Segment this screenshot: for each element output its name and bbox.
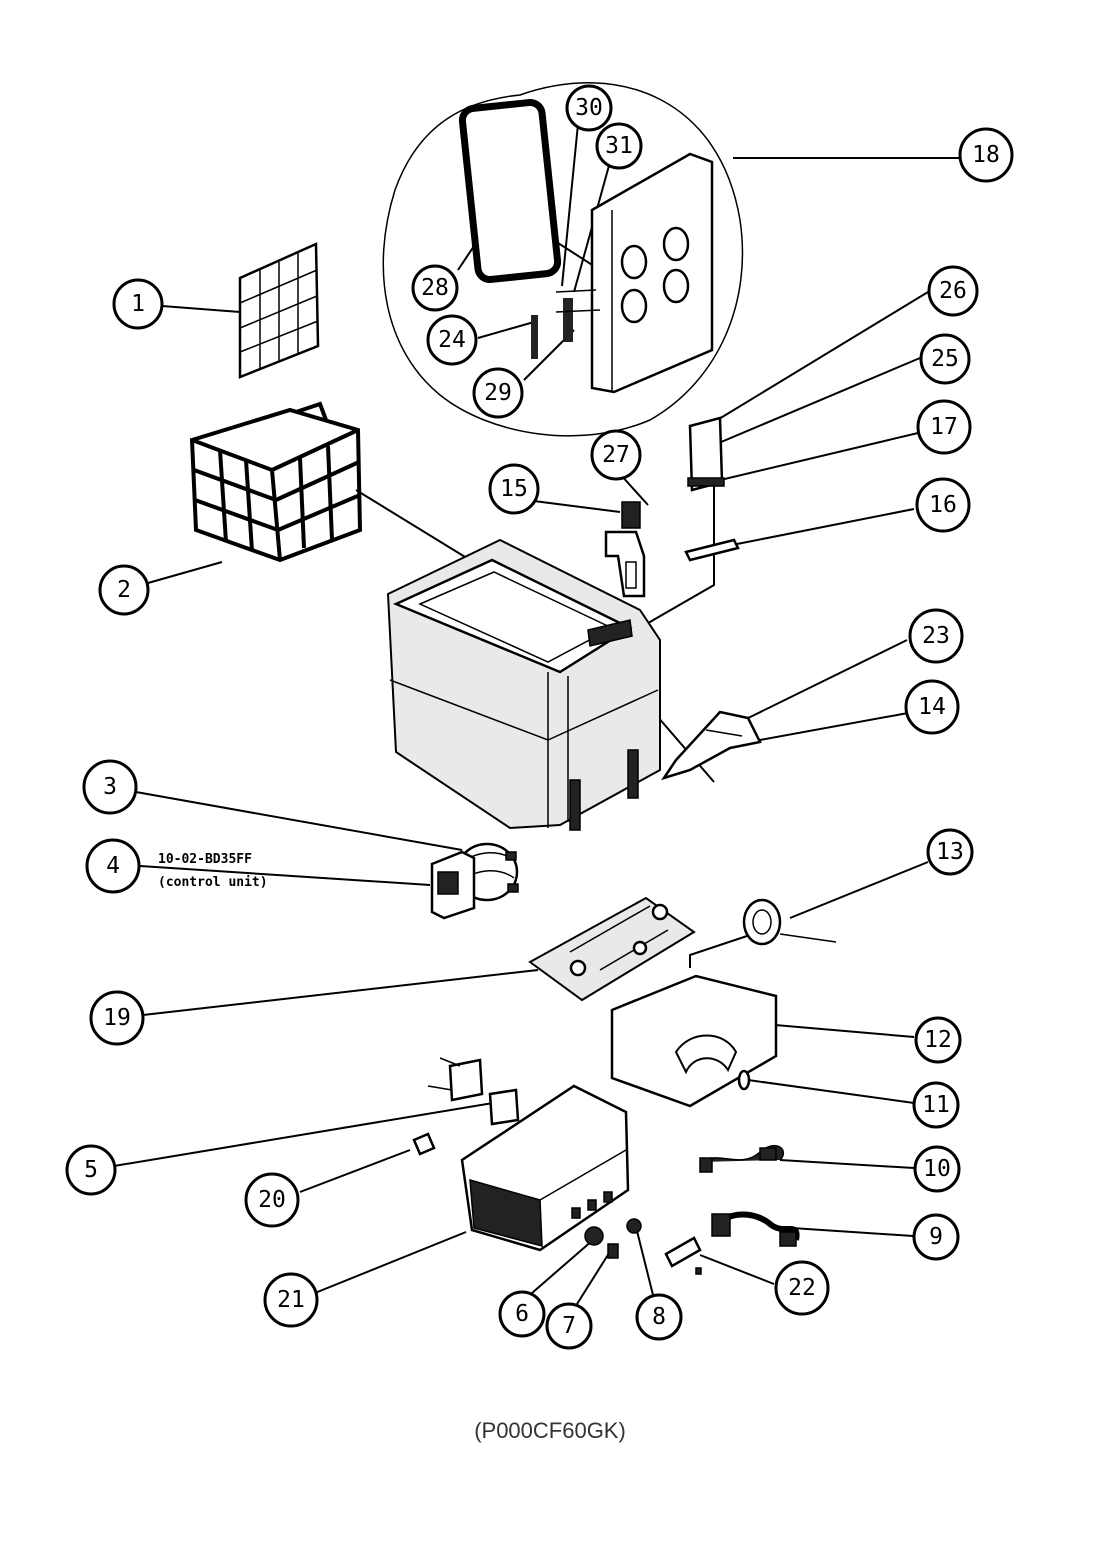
svg-text:2: 2: [117, 577, 131, 603]
condenser-coil: [610, 974, 778, 1108]
lid-latch: [563, 298, 573, 342]
callout-8: 8: [635, 1293, 683, 1341]
callout-23: 23: [908, 608, 964, 664]
svg-text:29: 29: [484, 380, 512, 406]
svg-text:1: 1: [131, 291, 145, 317]
socket-cap: [626, 1218, 642, 1234]
svg-text:14: 14: [918, 694, 946, 720]
control-unit-part-number: 10-02-BD35FF: [158, 852, 252, 867]
thermostat: [621, 501, 641, 529]
callout-1: 1: [112, 278, 164, 330]
callout-20: 20: [244, 1172, 300, 1228]
svg-text:3: 3: [103, 774, 117, 800]
callout-15: 15: [488, 463, 540, 515]
divider-grid: [238, 242, 320, 379]
svg-text:4: 4: [106, 853, 120, 879]
svg-text:8: 8: [652, 1304, 666, 1330]
control-panel-housing: [460, 1084, 630, 1252]
svg-text:24: 24: [438, 327, 466, 353]
callout-9: 9: [912, 1213, 960, 1261]
fan: [742, 898, 837, 946]
callout-13: 13: [926, 828, 974, 876]
callout-14: 14: [904, 679, 960, 735]
callout-12: 12: [914, 1016, 962, 1064]
lid-assembly-enclosure: [382, 82, 744, 437]
callout-4: 4: [85, 838, 141, 894]
control-knob: [584, 1226, 604, 1246]
callout-26: 26: [927, 265, 979, 317]
svg-text:21: 21: [277, 1287, 305, 1313]
svg-text:16: 16: [929, 492, 957, 518]
lid-panel: [590, 152, 714, 394]
callout-19: 19: [89, 990, 145, 1046]
svg-text:10: 10: [923, 1156, 951, 1182]
lid-gasket: [458, 98, 562, 284]
cabinet-body: [386, 538, 661, 831]
callout-31: 31: [595, 122, 643, 170]
svg-text:25: 25: [931, 346, 959, 372]
svg-text:20: 20: [258, 1187, 286, 1213]
svg-text:11: 11: [922, 1092, 950, 1118]
svg-text:5: 5: [84, 1157, 98, 1183]
callout-28: 28: [411, 264, 459, 312]
callout-24: 24: [426, 314, 478, 366]
handle-strip: [684, 538, 740, 562]
svg-text:7: 7: [562, 1313, 576, 1339]
callout-18: 18: [958, 127, 1014, 183]
callout-2: 2: [98, 564, 150, 616]
svg-text:15: 15: [500, 476, 528, 502]
knob-plug: [607, 1243, 619, 1259]
svg-text:28: 28: [421, 275, 449, 301]
control-unit-label: (control unit): [158, 875, 268, 890]
svg-text:9: 9: [929, 1224, 943, 1250]
callout-16: 16: [915, 477, 971, 533]
base-plate: [528, 896, 696, 1002]
svg-text:18: 18: [972, 142, 1000, 168]
mounting-bracket: [448, 1058, 484, 1102]
svg-text:26: 26: [939, 278, 967, 304]
svg-text:17: 17: [930, 414, 958, 440]
fuse-holder: [412, 1132, 436, 1156]
callout-27: 27: [590, 429, 642, 481]
callout-3: 3: [82, 759, 138, 815]
thermostat-bracket: [604, 530, 646, 598]
wire-basket: [189, 401, 363, 563]
callout-29: 29: [472, 367, 524, 419]
callout-7: 7: [545, 1302, 593, 1350]
svg-text:31: 31: [605, 133, 633, 159]
model-code-caption: (P000CF60GK): [474, 1418, 626, 1443]
mounting-bracket-2: [488, 1088, 520, 1126]
svg-text:6: 6: [515, 1301, 529, 1327]
callout-5: 5: [65, 1144, 117, 1196]
svg-text:12: 12: [924, 1027, 952, 1053]
svg-text:23: 23: [922, 623, 950, 649]
callout-25: 25: [919, 333, 971, 385]
svg-text:30: 30: [575, 95, 603, 121]
svg-text:27: 27: [602, 442, 630, 468]
power-cord: [711, 1211, 800, 1247]
carry-handle: [661, 710, 762, 781]
callout-6: 6: [498, 1290, 546, 1338]
svg-text:19: 19: [103, 1005, 131, 1031]
callout-17: 17: [916, 399, 972, 455]
lid-hinge-bar: [531, 315, 538, 359]
callout-30: 30: [565, 84, 613, 132]
svg-text:22: 22: [788, 1275, 816, 1301]
callout-10: 10: [913, 1145, 961, 1193]
svg-text:13: 13: [936, 839, 964, 865]
cover-plate: [664, 1236, 702, 1268]
callout-21: 21: [263, 1272, 319, 1328]
callout-22: 22: [774, 1260, 830, 1316]
callout-11: 11: [912, 1081, 960, 1129]
